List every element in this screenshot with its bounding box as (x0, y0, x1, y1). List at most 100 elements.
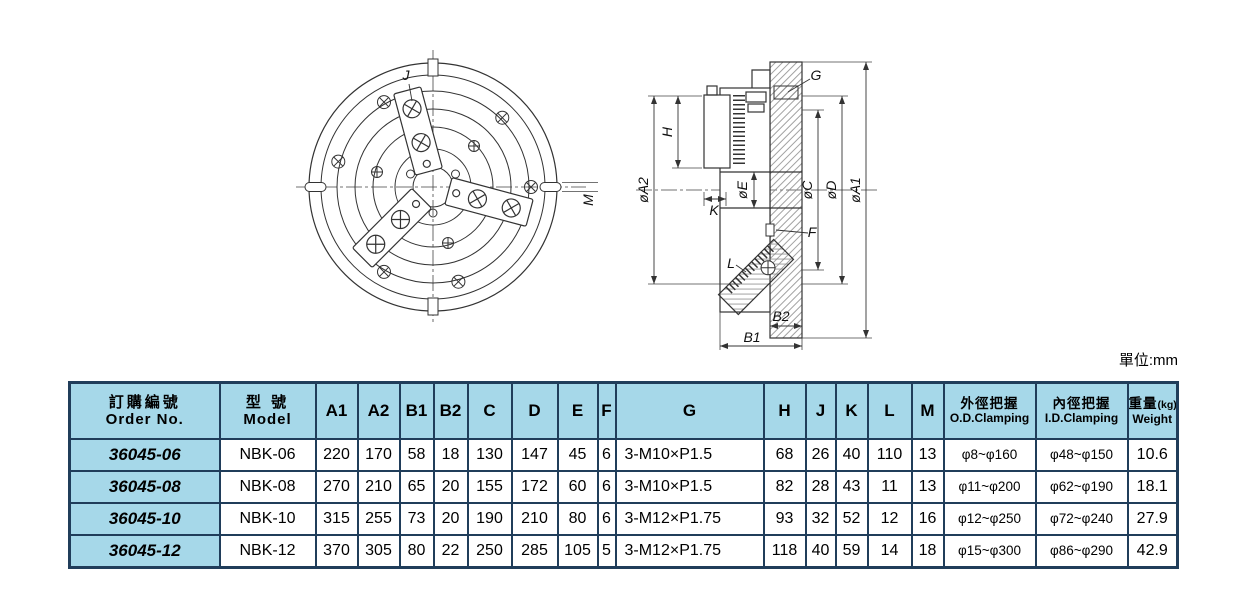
rim-notch-top (427, 58, 439, 77)
cell-e: 105 (556, 534, 599, 569)
mounting-screws-inner (371, 140, 480, 249)
cell-weight: 10.6 (1126, 438, 1179, 472)
cell-f: 6 (596, 502, 617, 536)
label-f: F (808, 224, 818, 240)
cell-b1: 73 (398, 502, 435, 536)
cell-m: 18 (910, 534, 945, 569)
cell-id-clamping: φ48~φ150 (1034, 438, 1129, 472)
cell-od-clamping: φ11~φ200 (942, 470, 1037, 504)
rim-slot-right (539, 182, 562, 192)
cell-j: 28 (804, 470, 837, 504)
cell-b2: 20 (432, 470, 469, 504)
cell-b1: 80 (398, 534, 435, 569)
col-header-f: F (596, 381, 617, 440)
cell-c: 130 (466, 438, 513, 472)
cell-h: 93 (762, 502, 807, 536)
cell-c: 250 (466, 534, 513, 569)
cell-g: 3-M12×P1.75 (614, 502, 765, 536)
cell-b1: 65 (398, 470, 435, 504)
cell-weight: 27.9 (1126, 502, 1179, 536)
cell-order-no: 36045-06 (68, 438, 221, 472)
col-header-c: C (466, 381, 513, 440)
cell-weight: 42.9 (1126, 534, 1179, 569)
cell-l: 14 (866, 534, 913, 569)
cell-b2: 18 (432, 438, 469, 472)
cell-a2: 305 (356, 534, 401, 569)
label-dia-a2: øA2 (635, 177, 651, 203)
cell-a1: 315 (314, 502, 359, 536)
cell-k: 43 (834, 470, 869, 504)
label-b1: B1 (743, 329, 760, 345)
mounting-screws-outer (331, 95, 538, 289)
cell-f: 6 (596, 470, 617, 504)
rim-slot-left (304, 182, 327, 192)
cell-a1: 220 (314, 438, 359, 472)
cell-a2: 170 (356, 438, 401, 472)
cell-h: 118 (762, 534, 807, 569)
cell-l: 12 (866, 502, 913, 536)
cell-model: NBK-06 (218, 438, 317, 472)
cell-model: NBK-12 (218, 534, 317, 569)
label-l: L (727, 255, 735, 271)
label-b2: B2 (772, 308, 789, 324)
cell-a1: 370 (314, 534, 359, 569)
col-header-d: D (510, 381, 559, 440)
cell-m: 13 (910, 438, 945, 472)
cell-e: 45 (556, 438, 599, 472)
cell-b2: 22 (432, 534, 469, 569)
f-groove (765, 223, 775, 237)
cell-model: NBK-10 (218, 502, 317, 536)
cell-h: 82 (762, 470, 807, 504)
col-header-m: M (910, 381, 945, 440)
cell-m: 16 (910, 502, 945, 536)
col-header-l: L (866, 381, 913, 440)
cell-d: 172 (510, 470, 559, 504)
cell-d: 147 (510, 438, 559, 472)
cell-model: NBK-08 (218, 470, 317, 504)
cell-a1: 270 (314, 470, 359, 504)
cell-f: 5 (596, 534, 617, 569)
cell-a2: 255 (356, 502, 401, 536)
front-view: J M (296, 50, 598, 324)
label-dia-a1: øA1 (847, 177, 863, 203)
cell-id-clamping: φ72~φ240 (1034, 502, 1129, 536)
cell-l: 11 (866, 470, 913, 504)
cell-e: 60 (556, 470, 599, 504)
col-header-g: G (614, 381, 765, 440)
col-header-weight: 重量(kg)Weight (1126, 381, 1179, 440)
rim-notch-bottom (427, 297, 439, 316)
cell-k: 40 (834, 438, 869, 472)
cell-order-no: 36045-08 (68, 470, 221, 504)
cell-g: 3-M10×P1.5 (614, 438, 765, 472)
cell-od-clamping: φ8~φ160 (942, 438, 1037, 472)
tilted-jaw-section (717, 238, 795, 316)
unit-note: 單位:mm (1118, 352, 1178, 369)
jaw-lower-left (352, 188, 432, 268)
label-dia-c: øC (799, 180, 815, 200)
cell-od-clamping: φ15~φ300 (942, 534, 1037, 569)
label-j: J (402, 67, 411, 83)
col-header-b1: B1 (398, 381, 435, 440)
col-header-a1: A1 (314, 381, 359, 440)
cell-e: 80 (556, 502, 599, 536)
cell-j: 32 (804, 502, 837, 536)
col-header-h: H (762, 381, 807, 440)
cell-od-clamping: φ12~φ250 (942, 502, 1037, 536)
col-header-k: K (834, 381, 869, 440)
label-h: H (659, 126, 675, 137)
cell-j: 26 (804, 438, 837, 472)
label-k: K (709, 202, 719, 218)
cell-m: 13 (910, 470, 945, 504)
col-header-b2: B2 (432, 381, 469, 440)
